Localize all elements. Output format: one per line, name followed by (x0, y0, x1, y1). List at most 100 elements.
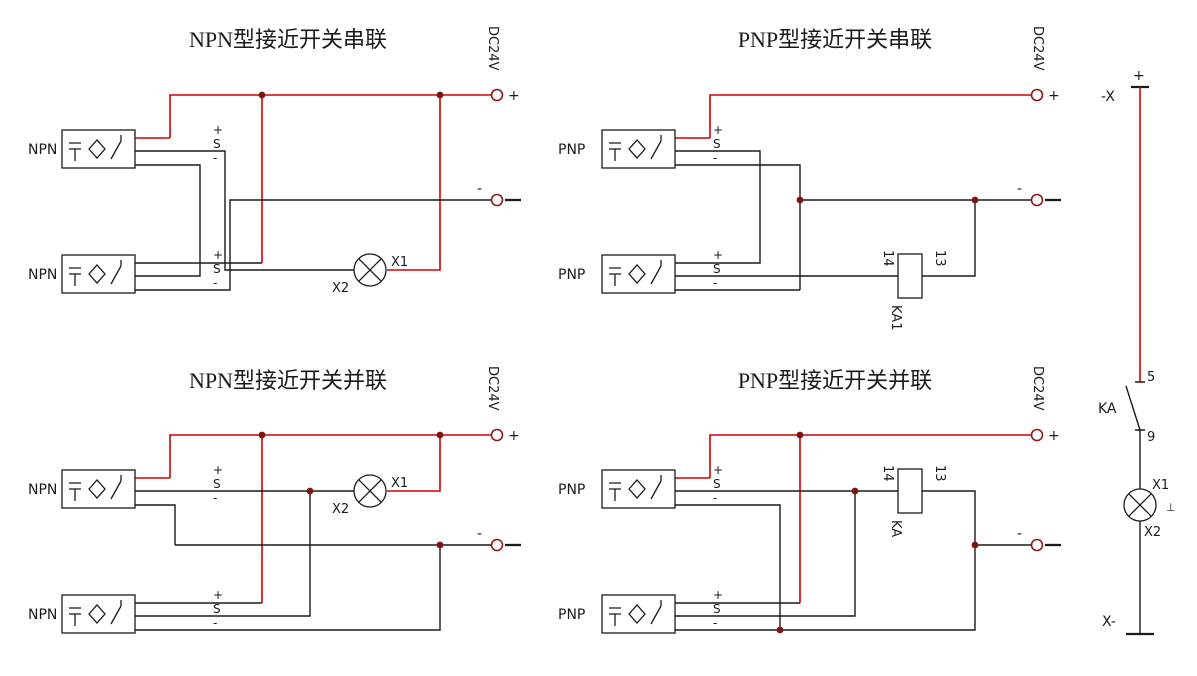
panel-title: PNP型接近开关串联 (738, 27, 932, 52)
proximity-sensor-icon (61, 469, 136, 509)
contact-name: KA (1098, 401, 1117, 417)
junction-dot (796, 431, 804, 439)
wires (675, 150, 1031, 291)
dc24v-label: DC24V (485, 26, 500, 71)
lamp-control-circuit: + -X 5 KA 9 X1 ⊥ X2 X- (1098, 68, 1176, 636)
relay-pin-13: 13 (932, 250, 947, 267)
svg-text:S: S (713, 477, 721, 491)
svg-text:-: - (213, 276, 217, 290)
svg-text:-: - (713, 151, 717, 165)
relay-name: KA1 (888, 305, 903, 330)
proximity-sensor-icon (61, 594, 136, 634)
sensor-name: PNP (558, 267, 585, 283)
junction-dot (796, 196, 804, 204)
sensor-name: PNP (558, 482, 585, 498)
junction-dot (851, 487, 859, 495)
plus-terminal-label: + (508, 428, 520, 444)
contact-pin-top: 5 (1147, 370, 1155, 385)
svg-text:-: - (213, 616, 217, 630)
lamp-symbol-mark: ⊥ (1166, 501, 1176, 514)
relay-coil (897, 468, 923, 514)
lamp-icon (353, 474, 387, 508)
plus-terminal-label: + (508, 88, 520, 104)
plus-terminal-icon (490, 88, 504, 102)
wire-designation-top: -X (1101, 89, 1115, 105)
sensor-name: NPN (28, 607, 57, 623)
relay-pin-14: 14 (880, 465, 895, 482)
minus-terminal-icon (1030, 538, 1044, 552)
minus-terminal-icon (490, 538, 504, 552)
svg-text:+: + (213, 463, 223, 477)
svg-text:+: + (213, 123, 223, 137)
lamp-icon (1123, 488, 1157, 522)
panel-npn-series: NPN型接近开关串联 DC24V + - NPN NPN + S - + (28, 26, 521, 296)
sensor-pin-labels: + S - + S - (213, 123, 223, 290)
plus-terminal-label: + (1048, 88, 1060, 104)
svg-text:S: S (213, 137, 221, 151)
dc24v-label: DC24V (1030, 26, 1045, 71)
svg-text:+: + (713, 588, 723, 602)
panel-pnp-parallel: PNP型接近开关并联 DC24V + - PNP PNP + (558, 366, 1061, 634)
svg-text:-: - (713, 491, 717, 505)
panel-title: PNP型接近开关并联 (738, 368, 932, 393)
svg-text:+: + (713, 123, 723, 137)
plus-rail (675, 94, 1031, 139)
wires (675, 490, 1031, 631)
panel-title: NPN型接近开关并联 (189, 368, 387, 393)
relay-contact-icon (1125, 381, 1145, 431)
svg-text:S: S (713, 137, 721, 151)
sensor-pin-labels: + S - + S - (713, 123, 723, 290)
junction-dot (436, 431, 444, 439)
sensor-name: PNP (558, 142, 585, 158)
dc24v-label: DC24V (1030, 366, 1045, 411)
minus-terminal-label: - (477, 526, 482, 542)
minus-terminal-label: - (1017, 181, 1022, 197)
svg-text:+: + (213, 588, 223, 602)
relay-name: KA (888, 520, 903, 537)
contact-pin-bottom: 9 (1147, 430, 1155, 445)
minus-terminal-label: - (1017, 526, 1022, 542)
proximity-sensor-icon (601, 129, 676, 169)
lamp-icon (353, 253, 387, 287)
svg-text:S: S (213, 477, 221, 491)
dc24v-label: DC24V (485, 366, 500, 411)
junction-dot (306, 487, 314, 495)
minus-terminal-icon (1030, 193, 1044, 207)
plus-rail (135, 94, 491, 271)
svg-text:+: + (213, 248, 223, 262)
relay-coil (897, 253, 923, 299)
proximity-sensor-icon (601, 469, 676, 509)
plus-rail (675, 434, 1031, 603)
minus-terminal-icon (490, 193, 504, 207)
junction-dot (971, 541, 979, 549)
svg-text:S: S (713, 602, 721, 616)
junction-dot (776, 626, 784, 634)
panel-npn-parallel: NPN型接近开关并联 DC24V + - NPN NPN + (28, 366, 521, 634)
junction-dot (258, 431, 266, 439)
plus-terminal-icon (1030, 428, 1044, 442)
lamp-terminal-x2: X2 (332, 281, 349, 296)
svg-text:S: S (713, 262, 721, 276)
svg-text:S: S (213, 262, 221, 276)
svg-text:+: + (713, 248, 723, 262)
relay-pin-13: 13 (932, 465, 947, 482)
sensor-name: NPN (28, 267, 57, 283)
proximity-sensor-icon (61, 254, 136, 294)
sensor-name: PNP (558, 607, 585, 623)
junction-dot (436, 91, 444, 99)
lamp-terminal-x2: X2 (1144, 525, 1161, 540)
plus-terminal-icon (490, 428, 504, 442)
lamp-terminal-x2: X2 (332, 502, 349, 517)
sensor-name: NPN (28, 482, 57, 498)
svg-text:-: - (213, 491, 217, 505)
wires (135, 150, 491, 291)
lamp-terminal-x1: X1 (1152, 478, 1169, 493)
svg-text:-: - (213, 151, 217, 165)
junction-dot (436, 541, 444, 549)
proximity-sensor-icon (61, 129, 136, 169)
proximity-sensor-icon (601, 254, 676, 294)
svg-text:S: S (213, 602, 221, 616)
junction-dot (258, 91, 266, 99)
lamp-terminal-x1: X1 (391, 476, 408, 491)
panel-pnp-series: PNP型接近开关串联 DC24V + - PNP PNP + S - + (558, 26, 1061, 330)
